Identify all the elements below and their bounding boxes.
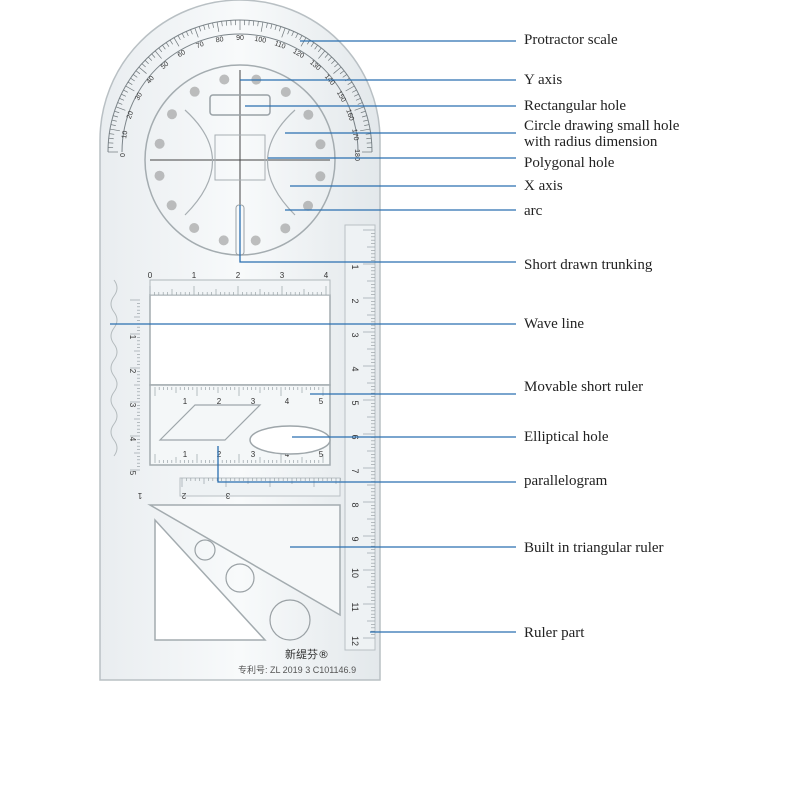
right-ruler-label: 9 <box>350 536 360 541</box>
protractor-label: 180 <box>353 149 360 161</box>
small-hole <box>303 201 313 211</box>
label-movable-short-ruler: Movable short ruler <box>524 379 643 395</box>
left-ruler-label: 1 <box>128 335 137 340</box>
small-hole <box>219 75 229 85</box>
label-ruler-part: Ruler part <box>524 625 584 641</box>
small-hole <box>155 171 165 181</box>
window-tick-label: 4 <box>324 271 329 280</box>
large-window <box>150 295 330 385</box>
label-short-drawn-trunking: Short drawn trunking <box>524 257 652 273</box>
small-hole <box>167 109 177 119</box>
short-ruler-top-label: 1 <box>183 397 188 406</box>
small-hole <box>189 223 199 233</box>
label-circle-drawing-small-hole: Circle drawing small hole with radius di… <box>524 118 679 150</box>
label-parallelogram: parallelogram <box>524 473 607 489</box>
right-ruler-label: 10 <box>350 568 360 578</box>
lower-tick-label: 1 <box>137 491 142 500</box>
small-hole <box>280 223 290 233</box>
right-ruler-label: 2 <box>350 298 360 303</box>
window-scale-strip <box>150 280 330 295</box>
label-elliptical-hole: Elliptical hole <box>524 429 609 445</box>
short-ruler-bottom-label: 3 <box>251 450 256 459</box>
small-hole <box>281 87 291 97</box>
protractor-label: 10 <box>121 130 129 139</box>
brand-mark: 新缇芬® <box>285 646 329 662</box>
label-x-axis: X axis <box>524 178 563 194</box>
left-ruler-label: 2 <box>128 369 137 374</box>
left-ruler-label: 3 <box>128 403 137 408</box>
label-rectangular-hole: Rectangular hole <box>524 98 626 114</box>
short-ruler-bottom-label: 5 <box>319 450 324 459</box>
label-y-axis: Y axis <box>524 72 562 88</box>
lower-tick-label: 3 <box>225 491 230 500</box>
label-protractor-scale: Protractor scale <box>524 32 618 48</box>
label-circle-drawing-line1: Circle drawing small hole <box>524 118 679 134</box>
right-ruler-label: 5 <box>350 400 360 405</box>
left-ruler-label: 5 <box>128 471 137 476</box>
right-ruler-label: 8 <box>350 502 360 507</box>
short-ruler-bottom-label: 1 <box>183 450 188 459</box>
small-hole <box>219 235 229 245</box>
small-hole <box>315 139 325 149</box>
small-hole <box>190 87 200 97</box>
protractor-label: 0 <box>120 153 127 157</box>
protractor-label: 80 <box>215 36 224 44</box>
window-tick-label: 2 <box>236 271 241 280</box>
right-ruler-label: 11 <box>350 602 360 611</box>
right-ruler-label: 1 <box>350 264 360 269</box>
right-ruler-label: 4 <box>350 366 360 371</box>
window-tick-label: 0 <box>148 271 153 280</box>
right-ruler-label: 7 <box>350 468 360 473</box>
window-tick-label: 3 <box>280 271 285 280</box>
window-tick-label: 1 <box>192 271 197 280</box>
small-hole <box>251 235 261 245</box>
small-hole <box>315 171 325 181</box>
right-ruler-label: 3 <box>350 332 360 337</box>
left-ruler-label: 4 <box>128 437 137 442</box>
elliptical-hole <box>250 426 330 454</box>
small-hole <box>303 110 313 120</box>
short-ruler-top-label: 5 <box>319 397 324 406</box>
small-hole <box>155 139 165 149</box>
right-ruler-label: 12 <box>350 636 360 646</box>
label-wave-line: Wave line <box>524 316 584 332</box>
protractor-label: 90 <box>236 35 244 42</box>
label-built-in-triangular-ruler: Built in triangular ruler <box>524 540 664 556</box>
small-hole <box>167 200 177 210</box>
patent-number: 专利号: ZL 2019 3 C101146.9 <box>238 663 356 676</box>
label-polygonal-hole: Polygonal hole <box>524 155 614 171</box>
label-circle-drawing-line2: with radius dimension <box>524 134 679 150</box>
label-arc: arc <box>524 203 542 219</box>
short-ruler-top-label: 4 <box>285 397 290 406</box>
lower-tick-label: 2 <box>181 491 186 500</box>
